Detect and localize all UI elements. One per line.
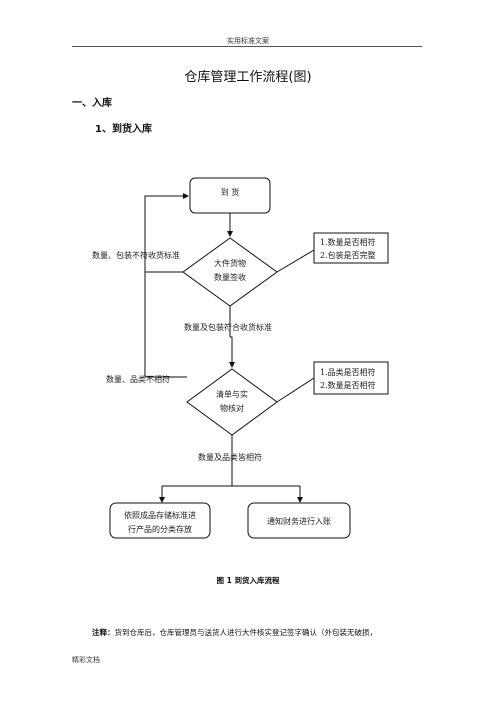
arrow-reject1-loop <box>144 193 189 273</box>
page-footer: 精彩文档 <box>72 656 100 664</box>
reject1-label: 数量、包装不符收货标准 <box>92 250 180 260</box>
header-divider <box>72 46 422 47</box>
note1-box <box>313 232 389 264</box>
pass2-label: 数量及品类皆相符 <box>198 452 262 462</box>
store-label-2: 行产品的分类存放 <box>128 524 192 534</box>
check2-diamond <box>186 368 278 436</box>
flowchart: 到 货 大件货物 数量签收 1.数量是否相符 2.包装是否完整 数量、包装不符收… <box>92 177 389 539</box>
finance-box <box>247 502 351 539</box>
note2-connector <box>276 377 315 403</box>
check1-label-1: 大件货物 <box>214 258 246 268</box>
store-box <box>109 502 211 539</box>
check2-label-2: 物核对 <box>220 403 244 413</box>
finance-label: 通知财务进行入账 <box>267 516 331 526</box>
note-paragraph: 注释：货到仓库后，仓库管理员与送货人进行大件核实登记签字确认（外包装无破损， <box>92 627 492 638</box>
note2-line-2: 2.数量是否相符 <box>320 380 376 390</box>
page-header: 实用标准文案 <box>227 37 269 45</box>
page-title: 仓库管理工作流程(图) <box>184 70 312 85</box>
subsection-heading-arrival: 1、到货入库 <box>95 124 152 135</box>
note1-connector <box>276 249 315 273</box>
note2-box <box>313 361 389 395</box>
check1-diamond <box>182 237 278 307</box>
check2-label-1: 清单与实 <box>216 389 248 399</box>
section-heading-inbound: 一、入库 <box>72 98 112 109</box>
pass1-label: 数量及包装符合收货标准 <box>184 322 272 332</box>
reject2-label: 数量、品类不相符 <box>106 374 170 384</box>
figure-caption: 图 1 到货入库流程 <box>216 576 280 585</box>
note2-line-1: 1.品类是否相符 <box>320 367 376 377</box>
note-label: 注释： <box>92 628 115 637</box>
store-label-1: 依照成品存储标准进 <box>124 510 196 520</box>
arrow-reject2-loop <box>144 272 187 378</box>
arrow-check1-to-check2 <box>229 336 235 368</box>
note1-line-1: 1.数量是否相符 <box>320 237 376 247</box>
note-text: 货到仓库后，仓库管理员与送货人进行大件核实登记签字确认（外包装无破损， <box>114 628 378 637</box>
note1-line-2: 2.包装是否完整 <box>320 250 376 260</box>
check1-label-2: 数量签收 <box>214 272 246 282</box>
arrive-label: 到 货 <box>221 187 240 197</box>
